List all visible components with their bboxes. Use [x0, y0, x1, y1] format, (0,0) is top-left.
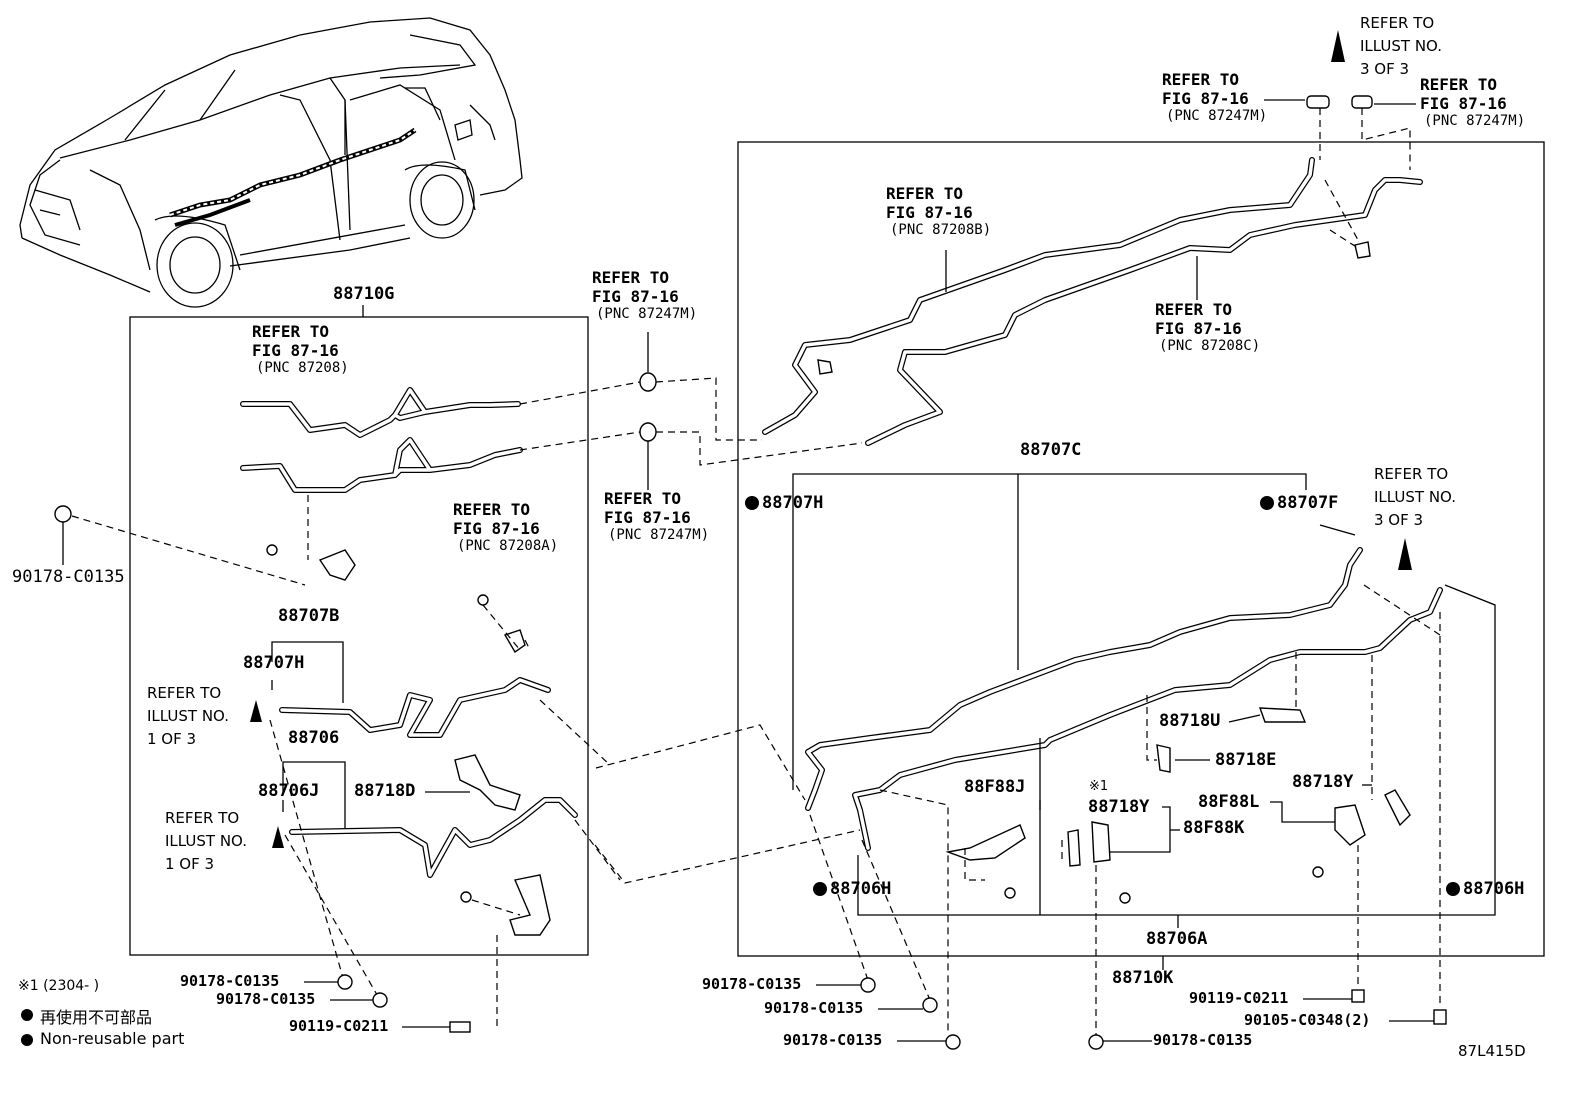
part-90178-bl1[interactable]: 90178-C0135 [180, 972, 280, 990]
refer-illust-3of3-mid[interactable]: REFER TO ILLUST NO. 3 OF 3 [1374, 465, 1457, 529]
clamp-88718y-left [1091, 821, 1111, 863]
legend-en: Non-reusable part [40, 1029, 185, 1048]
pipe-87208c [865, 177, 1423, 446]
part-90105[interactable]: 90105-C0348(2) [1244, 1011, 1371, 1029]
part-88710k[interactable]: 88710K [1112, 968, 1174, 988]
clamp-88718d [454, 754, 521, 811]
clamp-88718u [1258, 707, 1307, 723]
part-88718y-right[interactable]: 88718Y [1292, 772, 1354, 792]
part-88718y-left[interactable]: 88718Y [1088, 797, 1150, 817]
part-88718u[interactable]: 88718U [1159, 711, 1221, 731]
refer-illust-1of3-a[interactable]: REFER TO ILLUST NO. 1 OF 3 [147, 684, 230, 748]
refer-fig-87247m-right-a[interactable]: REFER TO FIG 87-16 (PNC 87247M) [1162, 70, 1268, 124]
refer-fig-87208a[interactable]: REFER TO FIG 87-16 (PNC 87208A) [453, 500, 559, 554]
clamp-87247m-right-a [1306, 95, 1330, 109]
part-88710g[interactable]: 88710G [333, 284, 395, 304]
bracket [318, 549, 356, 581]
pipe-87208a [240, 437, 523, 493]
bracket-lower [509, 874, 551, 936]
refer-fig-87247m-right-b[interactable]: REFER TO FIG 87-16 (PNC 87247M) [1420, 75, 1526, 129]
bracket-88f88l [1334, 804, 1366, 846]
vehicle-illustration [19, 17, 523, 308]
note-mark: ※1 [1089, 779, 1109, 794]
part-90178-br4[interactable]: 90178-C0135 [1153, 1031, 1253, 1049]
part-88706[interactable]: 88706 [288, 728, 340, 748]
bracket-88f88k [1067, 829, 1081, 867]
part-88f88k[interactable]: 88F88K [1183, 818, 1245, 838]
part-90178-left[interactable]: 90178-C0135 [12, 567, 125, 587]
part-88706a[interactable]: 88706A [1146, 929, 1208, 949]
refer-illust-1of3-b[interactable]: REFER TO ILLUST NO. 1 OF 3 [165, 809, 248, 873]
part-90178-br1[interactable]: 90178-C0135 [702, 975, 802, 993]
part-88707h-left[interactable]: 88707H [243, 653, 305, 673]
clamp-88718y-right [1384, 789, 1411, 827]
clamp-88718e [1156, 744, 1171, 773]
pipe-88706 [289, 797, 578, 878]
pipe-87208b [762, 157, 1315, 435]
part-88707c[interactable]: 88707C [1020, 440, 1082, 460]
part-88707f[interactable]: 88707F [1277, 493, 1339, 513]
part-88706j[interactable]: 88706J [258, 781, 320, 801]
legend-note: ※1 (2304- ) [18, 978, 100, 994]
legend-jp: 再使用不可部品 [40, 1008, 153, 1027]
fasteners [337, 974, 1447, 1050]
part-88707b[interactable]: 88707B [278, 606, 340, 626]
refer-fig-87208[interactable]: REFER TO FIG 87-16 (PNC 87208) [252, 322, 349, 376]
part-90119-bl[interactable]: 90119-C0211 [289, 1017, 389, 1035]
part-88706h-left[interactable]: 88706H [830, 879, 892, 899]
assembly-box-88710g [129, 316, 589, 956]
refer-fig-87208c[interactable]: REFER TO FIG 87-16 (PNC 87208C) [1155, 300, 1261, 354]
part-88718e[interactable]: 88718E [1215, 750, 1277, 770]
part-88718d[interactable]: 88718D [354, 781, 416, 801]
part-88f88l[interactable]: 88F88L [1198, 792, 1260, 812]
bolt-icon [266, 544, 278, 556]
part-90178-br2[interactable]: 90178-C0135 [764, 999, 864, 1017]
pipe-88706a [852, 587, 1443, 851]
clip [503, 629, 526, 654]
part-90119-br[interactable]: 90119-C0211 [1189, 989, 1289, 1007]
pipe-87208 [240, 387, 521, 438]
refer-fig-87247m-mid[interactable]: REFER TO FIG 87-16 (PNC 87247M) [604, 489, 710, 543]
refer-fig-87208b[interactable]: REFER TO FIG 87-16 (PNC 87208B) [886, 184, 992, 238]
pipe-88707b [279, 677, 551, 738]
part-90178-br3[interactable]: 90178-C0135 [783, 1031, 883, 1049]
part-88707h-right[interactable]: 88707H [762, 493, 824, 513]
bracket-88f88j [945, 824, 1026, 861]
refer-illust-3of3-top[interactable]: REFER TO ILLUST NO. 3 OF 3 [1360, 14, 1443, 78]
part-88f88j[interactable]: 88F88J [964, 777, 1026, 797]
pipe-88707c [805, 547, 1363, 811]
part-88706h-right[interactable]: 88706H [1463, 879, 1525, 899]
refer-fig-87247m-top[interactable]: REFER TO FIG 87-16 (PNC 87247M) [592, 268, 698, 322]
diagram-id: 87L415D [1458, 1042, 1526, 1060]
part-90178-bl2[interactable]: 90178-C0135 [216, 990, 316, 1008]
assembly-box-88710k [737, 141, 1545, 957]
